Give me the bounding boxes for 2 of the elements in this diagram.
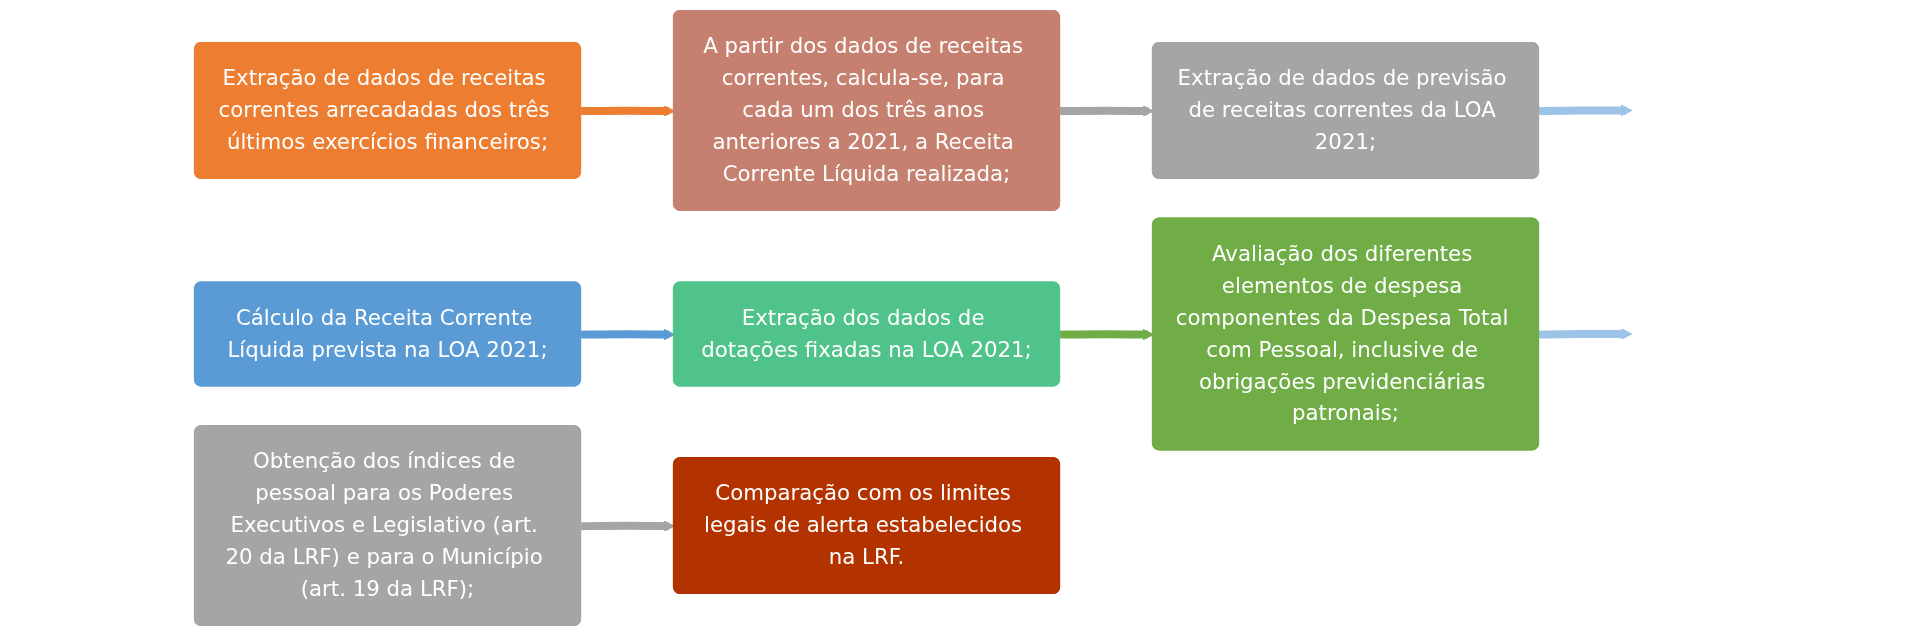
arrow [1539, 104, 1633, 117]
arrow [1539, 328, 1633, 340]
